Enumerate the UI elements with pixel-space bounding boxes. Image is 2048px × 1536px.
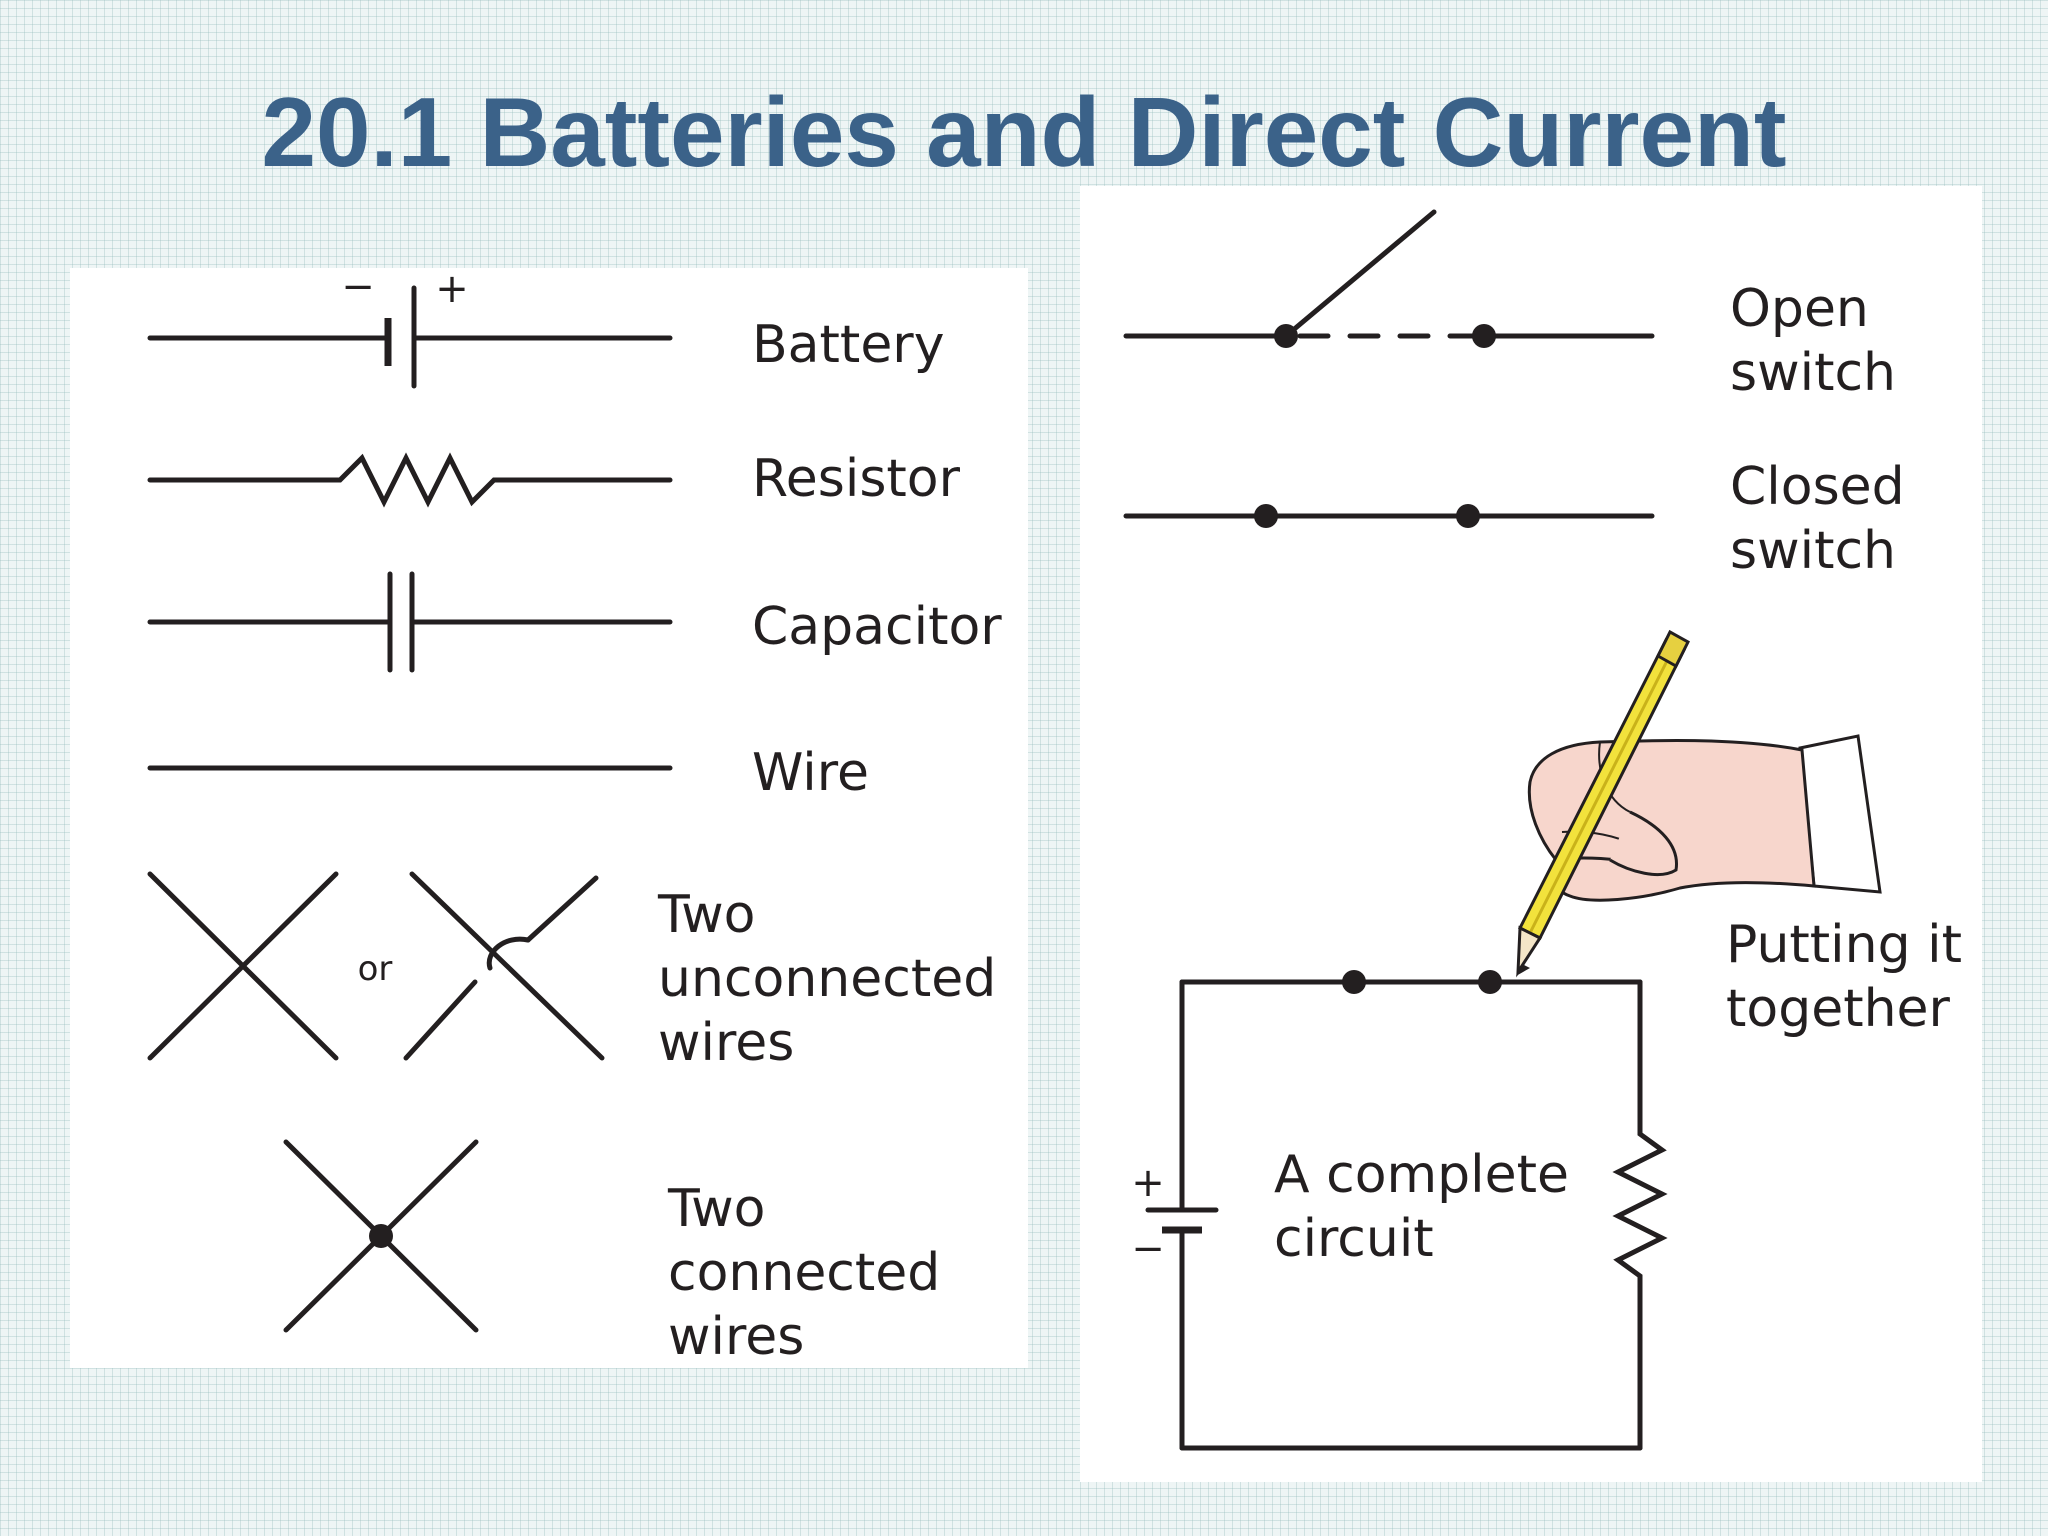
open-switch-label-line2: switch: [1730, 343, 1896, 403]
circuit-label-line2: circuit: [1274, 1209, 1434, 1269]
circuit-plus-sign: +: [1131, 1160, 1165, 1206]
battery-plus-sign: +: [435, 266, 469, 312]
symbols-panel: [70, 268, 1028, 1368]
open-switch-label-line1: Open: [1730, 279, 1869, 339]
battery-label: Battery: [752, 315, 944, 375]
open-switch-symbol: [1123, 209, 1655, 348]
slide-title: 20.1 Batteries and Direct Current: [261, 77, 1787, 187]
complete-circuit: [1145, 970, 1668, 1451]
hand-with-pencil-illustration: [1516, 629, 1882, 978]
circuit-label-line1: A complete: [1274, 1145, 1569, 1205]
closed-switch-label-line1: Closed: [1730, 457, 1905, 517]
connected-label-line2: connected: [668, 1243, 940, 1303]
resistor-label: Resistor: [752, 449, 961, 509]
connected-label-line1: Two: [667, 1179, 766, 1239]
circuit-caption-line1: Putting it: [1726, 915, 1962, 975]
capacitor-symbol: [147, 571, 673, 673]
circuit-caption-line2: together: [1726, 979, 1951, 1039]
unconnected-wires-symbol-b: [403, 871, 605, 1061]
unconnected-label-line3: wires: [658, 1013, 794, 1073]
circuit-minus-sign: −: [1131, 1226, 1165, 1272]
battery-minus-sign: −: [341, 264, 375, 310]
connected-wires-symbol: [283, 1139, 479, 1333]
closed-switch-label-line2: switch: [1730, 521, 1896, 581]
unconnected-wires-symbol-a: [147, 871, 339, 1061]
wire-label: Wire: [752, 743, 869, 803]
closed-switch-symbol: [1123, 504, 1655, 528]
capacitor-label: Capacitor: [752, 597, 1002, 657]
connected-label-line3: wires: [668, 1307, 804, 1367]
unconnected-label-line1: Two: [657, 885, 756, 945]
unconnected-label-line2: unconnected: [658, 949, 996, 1009]
resistor-symbol: [147, 452, 673, 508]
battery-symbol: − +: [147, 264, 673, 389]
or-text: or: [358, 949, 393, 989]
